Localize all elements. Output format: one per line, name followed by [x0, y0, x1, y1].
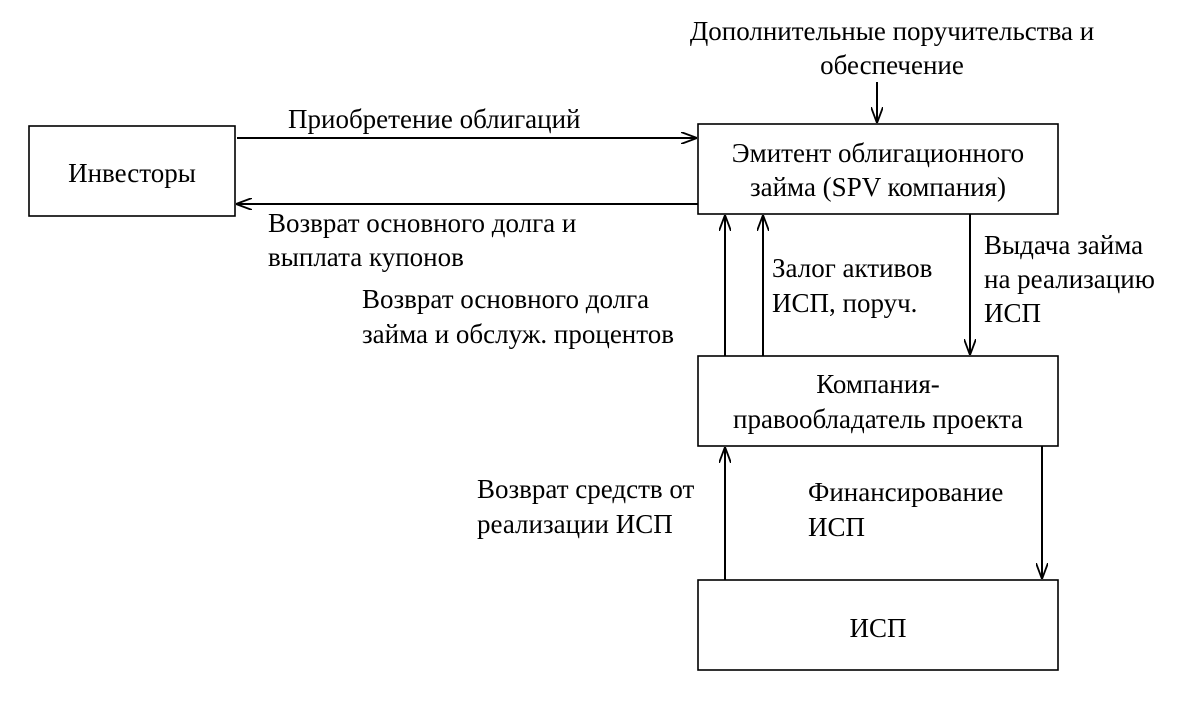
loan-issue-label-line3: ИСП [984, 298, 1041, 328]
issuer-node: Эмитент облигационного займа (SPV компан… [697, 123, 1059, 215]
loan-issue-label-line1: Выдача займа [984, 230, 1143, 260]
company-label-line2: правообладатель проекта [733, 404, 1023, 434]
investors-box [28, 125, 236, 217]
company-box [697, 355, 1059, 447]
collateral-label-line1: Залог активов [772, 253, 932, 283]
issuer-box [697, 123, 1059, 215]
isp-label: ИСП [849, 613, 906, 643]
company-label-line1: Компания- [816, 369, 939, 399]
loan-issue-label-line2: на реализацию [984, 264, 1155, 294]
extra-guarantees-label-line1: Дополнительные поручительства и [690, 16, 1094, 46]
principal-coupons-label-line1: Возврат основного долга и [268, 208, 576, 238]
principal-coupons-label-line2: выплата купонов [268, 242, 464, 272]
loan-repayment-label-line2: займа и обслуж. процентов [362, 319, 674, 349]
investors-label: Инвесторы [68, 158, 196, 188]
investors-node: Инвесторы [28, 125, 236, 217]
issuer-label-line1: Эмитент облигационного [732, 138, 1024, 168]
financing-label-line2: ИСП [808, 512, 865, 542]
collateral-label-line2: ИСП, поруч. [772, 288, 917, 318]
issuer-label-line2: займа (SPV компания) [750, 172, 1006, 202]
company-node: Компания- правообладатель проекта [697, 355, 1059, 447]
bond-purchase-label: Приобретение облигаций [288, 104, 580, 134]
extra-guarantees-label-line2: обеспечение [820, 50, 964, 80]
funds-return-label-line2: реализации ИСП [477, 509, 673, 539]
funds-return-label-line1: Возврат средств от [477, 474, 695, 504]
financing-label-line1: Финансирование [808, 477, 1003, 507]
loan-repayment-label-line1: Возврат основного долга [362, 284, 649, 314]
isp-node: ИСП [697, 579, 1059, 671]
isp-box [697, 579, 1059, 671]
